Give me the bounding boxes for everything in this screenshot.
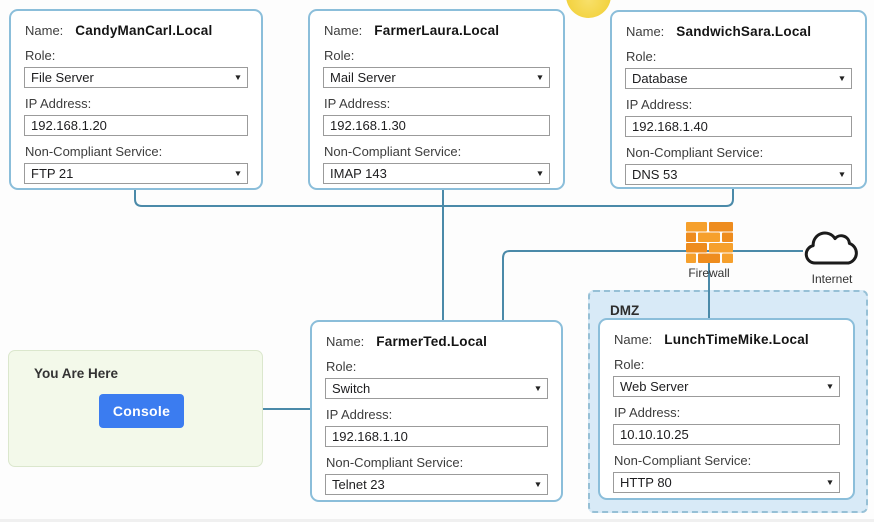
ip-address-input[interactable] <box>323 115 550 136</box>
ip-address-input[interactable] <box>613 424 840 445</box>
role-value: Switch <box>332 381 371 396</box>
name-row: Name: CandyManCarl.Local <box>25 23 248 40</box>
service-value: Telnet 23 <box>332 477 385 492</box>
node-panel-farmerted: Name: FarmerTed.Local Role: Switch ▼ IP … <box>310 320 563 502</box>
role-value: Database <box>632 71 688 86</box>
internet-label: Internet <box>811 272 853 286</box>
node-name: SandwichSara.Local <box>676 24 812 39</box>
name-label: Name: <box>326 334 365 349</box>
ip-label: IP Address: <box>626 97 693 112</box>
node-panel-candymancarl: Name: CandyManCarl.Local Role: File Serv… <box>9 9 263 190</box>
service-value: FTP 21 <box>31 166 74 181</box>
service-value: DNS 53 <box>632 167 678 182</box>
console-button[interactable]: Console <box>99 394 184 428</box>
service-label: Non-Compliant Service: <box>614 453 752 468</box>
service-select[interactable]: IMAP 143 ▼ <box>323 163 550 184</box>
role-select[interactable]: Web Server ▼ <box>613 376 840 397</box>
internet-cloud-icon <box>801 226 863 275</box>
ip-address-input[interactable] <box>625 116 852 137</box>
ip-address-input[interactable] <box>325 426 548 447</box>
dropdown-caret-icon: ▼ <box>837 170 847 179</box>
service-label: Non-Compliant Service: <box>326 455 464 470</box>
dropdown-caret-icon: ▼ <box>233 169 243 178</box>
service-value: HTTP 80 <box>620 475 672 490</box>
bottom-divider <box>0 519 874 522</box>
service-select[interactable]: FTP 21 ▼ <box>24 163 248 184</box>
firewall-label: Firewall <box>688 266 730 280</box>
ip-label: IP Address: <box>614 405 681 420</box>
dropdown-caret-icon: ▼ <box>825 478 835 487</box>
role-value: File Server <box>31 70 94 85</box>
highlight-dot <box>566 0 611 18</box>
name-row: Name: FarmerLaura.Local <box>324 23 550 40</box>
ip-label: IP Address: <box>324 96 391 111</box>
name-row: Name: SandwichSara.Local <box>626 24 852 41</box>
name-label: Name: <box>614 332 653 347</box>
node-panel-lunchtimemike: Name: LunchTimeMike.Local Role: Web Serv… <box>598 318 855 500</box>
ip-address-input[interactable] <box>24 115 248 136</box>
role-label: Role: <box>25 48 56 63</box>
service-select[interactable]: Telnet 23 ▼ <box>325 474 548 495</box>
role-label: Role: <box>626 49 657 64</box>
name-row: Name: FarmerTed.Local <box>326 334 548 351</box>
service-label: Non-Compliant Service: <box>324 144 462 159</box>
node-name: FarmerLaura.Local <box>374 23 500 38</box>
role-value: Web Server <box>620 379 689 394</box>
service-label: Non-Compliant Service: <box>626 145 764 160</box>
service-value: IMAP 143 <box>330 166 387 181</box>
you-are-here-label: You Are Here <box>34 366 119 381</box>
service-select[interactable]: HTTP 80 ▼ <box>613 472 840 493</box>
service-label: Non-Compliant Service: <box>25 144 163 159</box>
you-are-here-box: You Are Here Console <box>8 350 263 467</box>
dropdown-caret-icon: ▼ <box>535 73 545 82</box>
role-value: Mail Server <box>330 70 396 85</box>
node-name: CandyManCarl.Local <box>75 23 213 38</box>
dropdown-caret-icon: ▼ <box>535 169 545 178</box>
firewall-icon <box>686 222 733 268</box>
dmz-label: DMZ <box>610 303 640 318</box>
role-select[interactable]: Mail Server ▼ <box>323 67 550 88</box>
node-panel-sandwichsara: Name: SandwichSara.Local Role: Database … <box>610 10 867 189</box>
service-select[interactable]: DNS 53 ▼ <box>625 164 852 185</box>
dropdown-caret-icon: ▼ <box>233 73 243 82</box>
role-select[interactable]: File Server ▼ <box>24 67 248 88</box>
name-label: Name: <box>626 24 665 39</box>
ip-label: IP Address: <box>25 96 92 111</box>
role-label: Role: <box>614 357 645 372</box>
name-row: Name: LunchTimeMike.Local <box>614 332 840 349</box>
role-select[interactable]: Database ▼ <box>625 68 852 89</box>
role-select[interactable]: Switch ▼ <box>325 378 548 399</box>
node-panel-farmerlaura: Name: FarmerLaura.Local Role: Mail Serve… <box>308 9 565 190</box>
dropdown-caret-icon: ▼ <box>837 74 847 83</box>
ip-label: IP Address: <box>326 407 393 422</box>
node-name: LunchTimeMike.Local <box>664 332 809 347</box>
dropdown-caret-icon: ▼ <box>533 384 543 393</box>
dropdown-caret-icon: ▼ <box>533 480 543 489</box>
node-name: FarmerTed.Local <box>376 334 488 349</box>
name-label: Name: <box>324 23 363 38</box>
name-label: Name: <box>25 23 64 38</box>
role-label: Role: <box>324 48 355 63</box>
dropdown-caret-icon: ▼ <box>825 382 835 391</box>
role-label: Role: <box>326 359 357 374</box>
